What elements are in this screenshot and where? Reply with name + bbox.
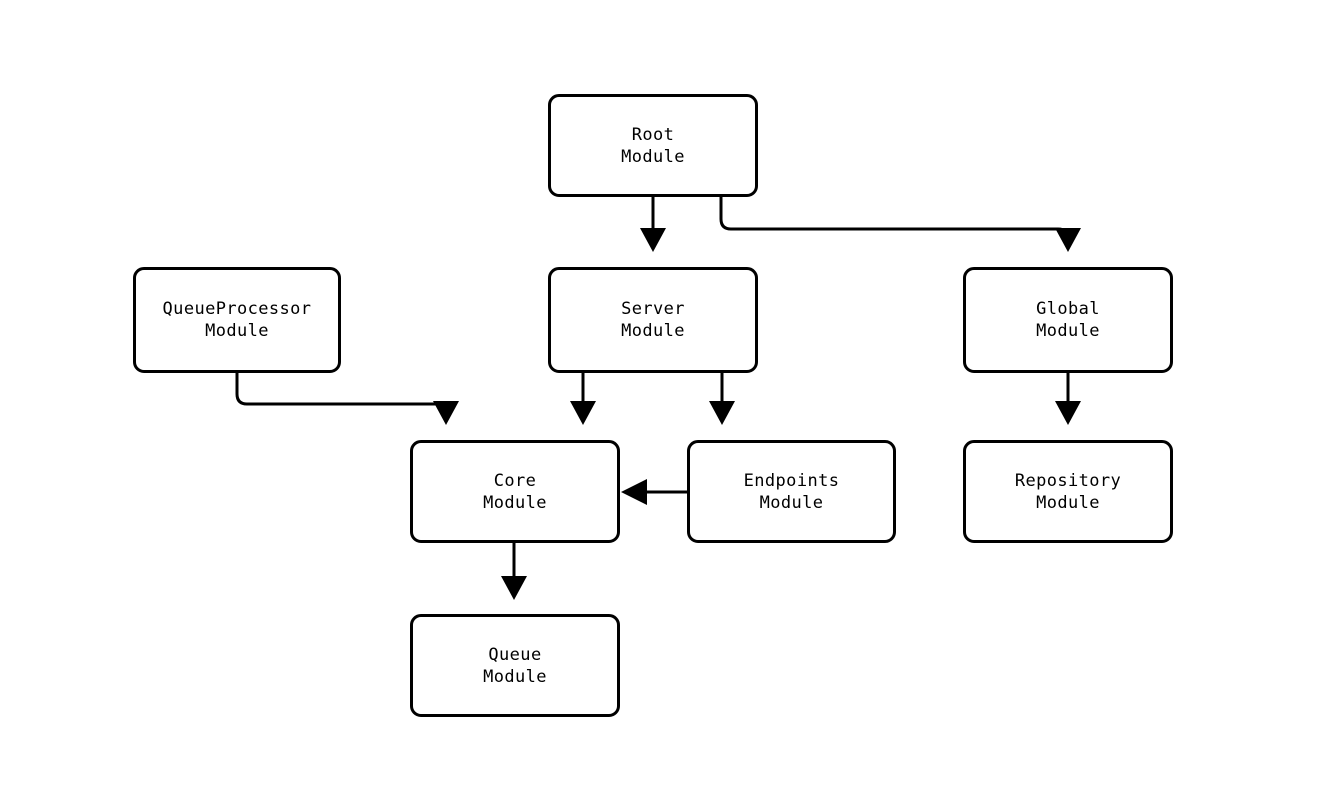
node-server-module-line2: Module bbox=[621, 321, 685, 341]
edge-root-global bbox=[719, 197, 1070, 241]
node-root-module-line1: Root bbox=[631, 124, 675, 145]
node-queueprocessor-module-line2: Module bbox=[205, 321, 269, 341]
node-endpoints-module-line1: Endpoints bbox=[743, 470, 840, 491]
edge-global-repository-arrowhead bbox=[1055, 401, 1081, 425]
node-global-module-line1: Global bbox=[1036, 299, 1100, 319]
node-core-module-line1: Core bbox=[493, 470, 537, 491]
edge-queueprocessor-core bbox=[235, 373, 448, 416]
edge-root-server-arrowhead bbox=[640, 228, 666, 252]
node-server-module[interactable]: Server Module bbox=[548, 267, 758, 373]
node-queueprocessor-module-line1: QueueProcessor bbox=[162, 299, 312, 319]
node-core-module[interactable]: Core Module bbox=[410, 440, 620, 543]
edge-root-global-arrowhead bbox=[1055, 228, 1081, 252]
node-root-module[interactable]: Root Module bbox=[548, 94, 758, 197]
node-queue-module[interactable]: Queue Module bbox=[410, 614, 620, 717]
node-global-module-line2: Module bbox=[1036, 321, 1100, 341]
node-repository-module-line2: Module bbox=[1036, 492, 1100, 513]
node-global-module[interactable]: Global Module bbox=[963, 267, 1173, 373]
edge-server-endpoints-arrowhead bbox=[709, 401, 735, 425]
node-repository-module-line1: Repository bbox=[1014, 470, 1122, 491]
edge-core-queue-arrowhead bbox=[501, 576, 527, 600]
node-queue-module-line2: Module bbox=[483, 666, 547, 687]
edge-server-core-arrowhead bbox=[570, 401, 596, 425]
edge-endpoints-core-arrowhead bbox=[621, 479, 647, 505]
node-endpoints-module[interactable]: Endpoints Module bbox=[687, 440, 896, 543]
node-core-module-line2: Module bbox=[483, 492, 547, 513]
node-endpoints-module-line2: Module bbox=[759, 492, 824, 513]
node-repository-module[interactable]: Repository Module bbox=[963, 440, 1173, 543]
edge-queueprocessor-core-arrowhead bbox=[433, 401, 459, 425]
node-queue-module-line1: Queue bbox=[488, 644, 542, 665]
node-queueprocessor-module[interactable]: QueueProcessor Module bbox=[133, 267, 341, 373]
node-server-module-line1: Server bbox=[621, 299, 685, 319]
node-root-module-line2: Module bbox=[621, 146, 685, 167]
